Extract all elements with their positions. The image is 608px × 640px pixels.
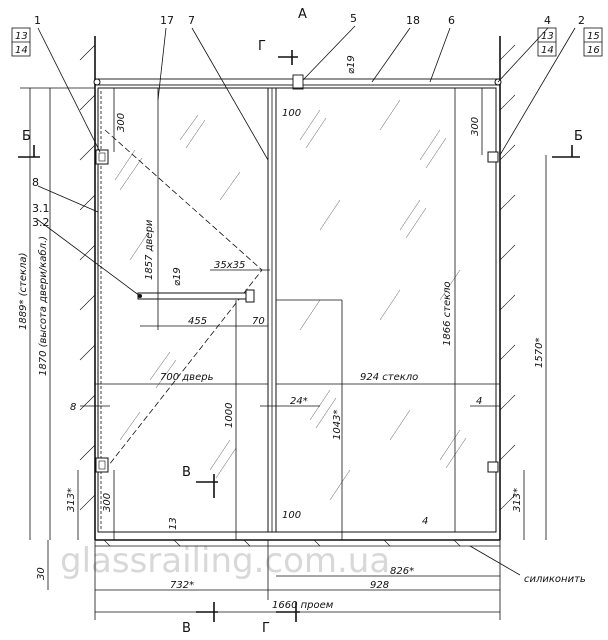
dim-1570: 1570* <box>534 338 545 368</box>
fixed-glass-panel <box>275 87 497 533</box>
dim-8: 8 <box>70 402 76 413</box>
section-lines <box>18 50 580 622</box>
glass-reflections <box>114 99 467 501</box>
dim-928: 928 <box>370 580 389 591</box>
callout-2: 2 <box>578 14 585 27</box>
vertical-dimensions <box>20 87 547 590</box>
callout-8: 8 <box>32 176 39 189</box>
view-title: А <box>298 7 307 22</box>
box-14-left: 14 <box>15 45 28 56</box>
left-wall <box>79 36 96 540</box>
dim-70: 70 <box>252 316 265 327</box>
dim-100-bottom: 100 <box>282 510 301 521</box>
dim-glass-1866: 1866 стекло <box>442 281 453 346</box>
callout-3-1: 3.1 <box>32 202 50 215</box>
dim-13: 13 <box>168 517 179 530</box>
label-silicone: силиконить <box>524 574 586 585</box>
dim-1660: 1660 проем <box>272 600 334 611</box>
section-g-top: Г <box>258 39 266 54</box>
floor <box>95 539 500 547</box>
callout-18: 18 <box>406 14 420 27</box>
dim-313-left: 313* <box>66 488 77 512</box>
callout-5: 5 <box>350 12 357 25</box>
box-15: 15 <box>587 31 600 42</box>
wall-clip-top <box>487 151 499 163</box>
dim-300-tr: 300 <box>470 117 481 136</box>
door-handle <box>137 289 255 303</box>
leader-lines <box>37 25 576 576</box>
section-b-right: Б <box>574 129 583 144</box>
dim-door-1870: 1870 (высота двери/кабл.) <box>37 236 49 376</box>
dim-1043: 1043* <box>332 410 343 440</box>
callout-4: 4 <box>544 14 551 27</box>
wall-clip-bottom <box>487 461 499 473</box>
dim-door-700: 700 дверь <box>160 372 214 383</box>
top-rod <box>94 74 501 90</box>
callout-1: 1 <box>34 14 41 27</box>
profile-7 <box>267 87 277 533</box>
dim-35x35: 35х35 <box>214 260 245 271</box>
hinge-bottom <box>95 457 109 473</box>
callout-7: 7 <box>188 14 195 27</box>
dim-rod-dia-handle: ⌀19 <box>172 267 183 286</box>
dim-300-bl: 300 <box>102 493 113 512</box>
dim-30: 30 <box>36 567 47 580</box>
dim-313-right: 313* <box>512 488 523 512</box>
section-g-bottom: Г <box>262 621 270 636</box>
horizontal-dimensions <box>80 269 501 620</box>
dim-826: 826* <box>390 566 414 577</box>
dim-732: 732* <box>170 580 194 591</box>
callout-6: 6 <box>448 14 455 27</box>
section-b-left: Б <box>22 129 31 144</box>
dim-455: 455 <box>188 316 207 327</box>
dim-door-1857: 1857 двери <box>144 219 155 280</box>
callout-17: 17 <box>160 14 174 27</box>
watermark: glassrailing.com.ua <box>60 541 390 581</box>
right-wall <box>499 36 516 540</box>
dim-1000: 1000 <box>224 403 235 428</box>
section-v-mid: В <box>182 465 191 480</box>
box-14-right: 14 <box>541 45 554 56</box>
dim-glass-1889: 1889* (стекла) <box>18 253 29 330</box>
dim-4-bottom: 4 <box>422 516 428 527</box>
dim-rod-dia-top: ⌀19 <box>346 55 357 74</box>
dim-4: 4 <box>476 396 482 407</box>
door-swing-line <box>104 129 263 471</box>
dim-24: 24* <box>290 396 308 407</box>
section-v-bottom: В <box>182 621 191 636</box>
rod-end-left <box>93 78 101 86</box>
box-16: 16 <box>587 45 600 56</box>
dim-300-tl: 300 <box>116 113 127 132</box>
hinge-top <box>95 149 109 165</box>
dim-100-top: 100 <box>282 108 301 119</box>
callout-3-2: 3.2 <box>32 216 50 229</box>
box-13-left: 13 <box>15 31 28 42</box>
dim-glass-924: 924 стекло <box>360 372 418 383</box>
box-13-right: 13 <box>541 31 554 42</box>
